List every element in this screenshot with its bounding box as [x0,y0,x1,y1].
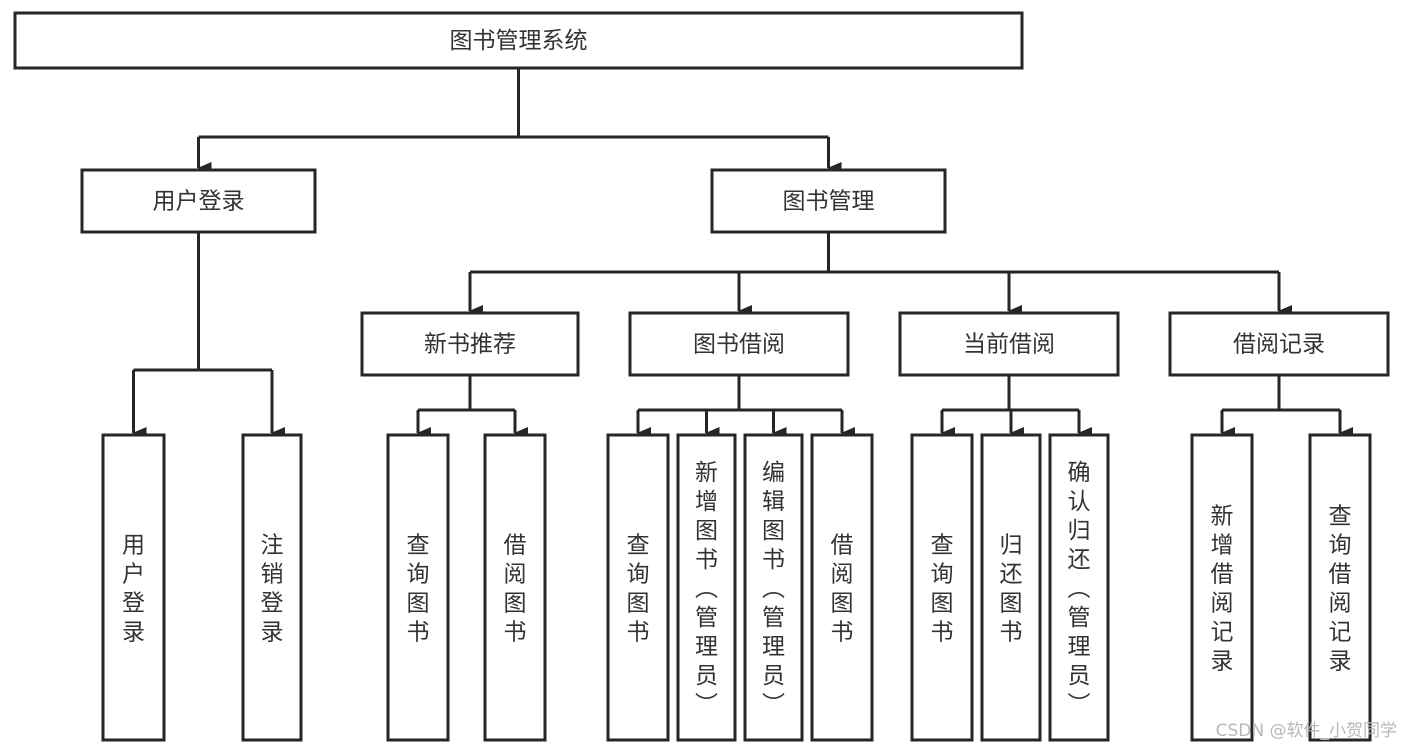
node-box [101,433,166,742]
node-l-query-book-cur[interactable]: 查询图书 [910,433,974,742]
node-label: 新增借阅记录 [1211,504,1234,675]
node-box [80,168,317,234]
node-n-new-book-rec[interactable]: 新书推荐 [360,311,580,377]
node-label: 用户登录 [122,533,145,646]
node-box [386,433,450,742]
node-label: 图书管理系统 [450,28,588,54]
node-label: 归还图书 [1000,533,1023,646]
node-label: 当前借阅 [963,332,1055,358]
node-box [1308,433,1372,742]
node-label: 新书推荐 [424,332,516,358]
node-box [910,433,974,742]
node-label: 查询图书 [407,533,430,646]
node-box [810,433,874,742]
node-label: 用户登录 [153,189,245,215]
node-label: 借阅记录 [1233,332,1325,358]
node-n-user-login[interactable]: 用户登录 [80,168,317,234]
node-l-query-record[interactable]: 查询借阅记录 [1308,433,1372,742]
node-label: 查询图书 [627,533,650,646]
node-box [360,311,580,377]
node-l-borrow-book-rec[interactable]: 借阅图书 [483,433,547,742]
node-box [980,433,1042,742]
node-l-return-book[interactable]: 归还图书 [980,433,1042,742]
node-l-user-login[interactable]: 用户登录 [101,433,166,742]
node-label: 确认归还︵管理员︶ [1068,460,1091,718]
node-label: 借阅图书 [831,533,854,646]
node-box [1190,433,1254,742]
node-l-add-record[interactable]: 新增借阅记录 [1190,433,1254,742]
node-l-confirm-return[interactable]: 确认归还︵管理员︶ [1048,433,1110,742]
node-box [483,433,547,742]
node-box [606,433,670,742]
node-n-borrow-record[interactable]: 借阅记录 [1168,311,1390,377]
node-l-edit-book[interactable]: 编辑图书︵管理员︶ [743,433,804,742]
node-box [898,311,1120,377]
node-label: 借阅图书 [504,533,527,646]
node-root[interactable]: 图书管理系统 [13,11,1024,70]
watermark-text: CSDN @软件_小贺同学 [1215,721,1397,741]
edge-layer [132,68,1353,439]
node-l-user-logout[interactable]: 注销登录 [241,433,303,742]
node-box [1048,433,1110,742]
node-label: 查询图书 [931,533,954,646]
node-box [710,168,947,234]
node-label: 编辑图书︵管理员︶ [762,460,785,718]
node-label: 图书借阅 [693,332,785,358]
node-box [628,311,850,377]
node-l-query-book-bw[interactable]: 查询图书 [606,433,670,742]
node-box [743,433,804,742]
node-label: 图书管理 [783,189,875,215]
node-n-book-borrow[interactable]: 图书借阅 [628,311,850,377]
node-layer: 图书管理系统用户登录图书管理新书推荐图书借阅当前借阅借阅记录用户登录注销登录查询… [13,11,1390,742]
node-box [676,433,737,742]
node-n-book-manage[interactable]: 图书管理 [710,168,947,234]
node-box [241,433,303,742]
node-label: 查询借阅记录 [1329,504,1352,675]
node-label: 新增图书︵管理员︶ [695,460,718,718]
node-l-borrow-book-bw[interactable]: 借阅图书 [810,433,874,742]
node-l-add-book[interactable]: 新增图书︵管理员︶ [676,433,737,742]
node-box [13,11,1024,70]
node-n-current-borrow[interactable]: 当前借阅 [898,311,1120,377]
node-l-query-book-rec[interactable]: 查询图书 [386,433,450,742]
node-box [1168,311,1390,377]
node-label: 注销登录 [261,533,284,646]
